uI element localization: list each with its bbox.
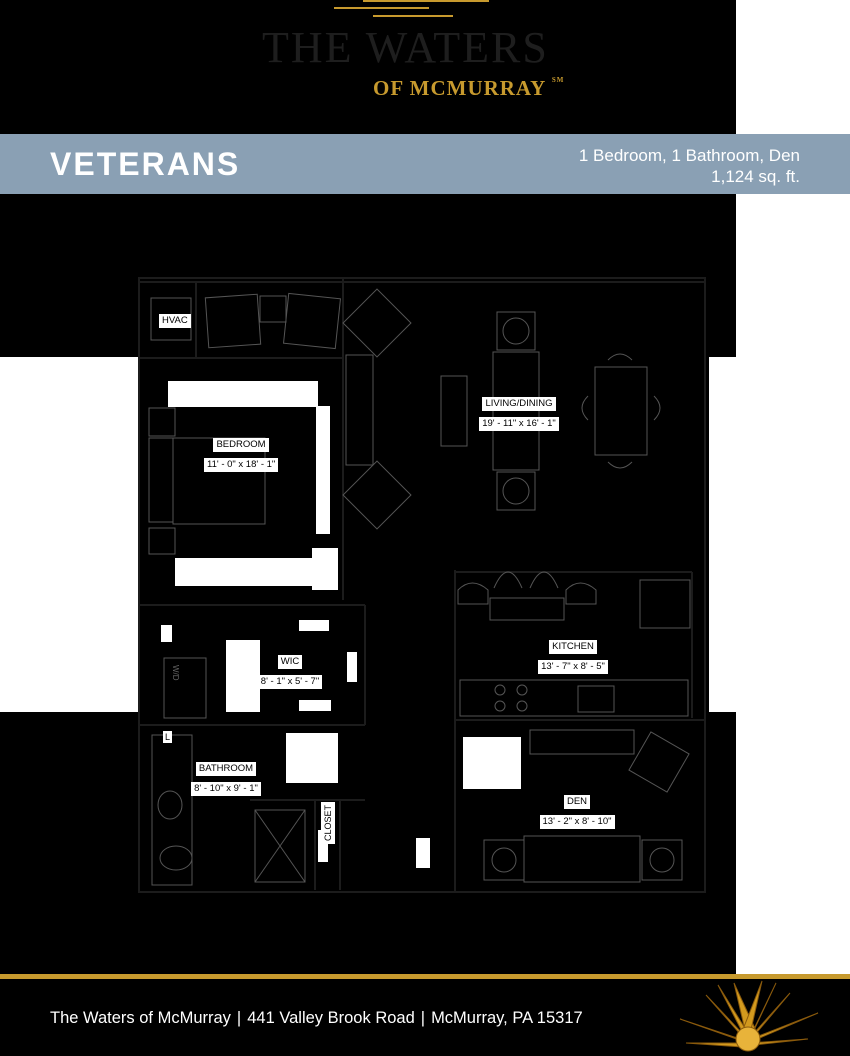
logo-subtitle: OF MCMURRAY SM <box>373 76 565 100</box>
washer-dryer-label: W/D <box>171 665 180 681</box>
toilet <box>159 845 193 871</box>
hvac-label: HVAC <box>159 314 191 328</box>
bath-linen <box>286 733 338 783</box>
room-bedroom: BEDROOM 11' - 0" x 18' - 1" <box>204 434 279 474</box>
den-name: DEN <box>563 795 591 809</box>
plan-summary: 1 Bedroom, 1 Bathroom, Den 1,124 sq. ft. <box>579 145 800 187</box>
flower-decoration <box>679 980 819 1052</box>
plan-title: VETERANS <box>50 146 241 182</box>
wic-shelf-left <box>226 640 260 712</box>
nightstand-top <box>148 407 176 437</box>
bar-stool-3 <box>457 582 489 605</box>
den-closet <box>463 737 521 789</box>
dining-chair-n <box>607 353 633 361</box>
footer-name: The Waters of McMurray <box>50 1009 231 1027</box>
washer-dryer-closet <box>163 657 207 719</box>
brand-logo: THE WATERS OF MCMURRAY SM <box>0 0 850 130</box>
refrigerator <box>639 579 691 629</box>
living-dims: 19' - 11" x 16' - 1" <box>479 417 559 431</box>
nightstand-bottom <box>148 527 176 555</box>
footer-address: The Waters of McMurray|441 Valley Brook … <box>50 1009 583 1027</box>
kitchen-sink <box>577 685 615 713</box>
end-table-top <box>496 311 536 351</box>
wic-dims: 8' - 1" x 5' - 7" <box>257 675 323 689</box>
kitchen-counter <box>459 679 689 717</box>
room-den: DEN 13' - 2" x 8' - 10" <box>539 791 615 831</box>
den-desk <box>529 729 635 755</box>
bedroom-dims: 11' - 0" x 18' - 1" <box>204 458 279 472</box>
lamp-bottom <box>502 477 530 505</box>
footer-gold-rule <box>0 974 850 979</box>
coffee-table <box>440 375 468 447</box>
bar-stool-4 <box>565 582 597 605</box>
room-wic: WIC 8' - 1" x 5' - 7" <box>257 651 323 691</box>
plan-header-band: VETERANS 1 Bedroom, 1 Bathroom, Den 1,12… <box>0 134 850 194</box>
bath-vanity <box>151 734 193 886</box>
living-chair-bottom <box>342 460 412 530</box>
shower <box>254 809 306 883</box>
living-sofa <box>492 351 540 471</box>
plan-area: 1,124 sq. ft. <box>711 167 800 186</box>
bedroom-name: BEDROOM <box>213 438 269 452</box>
dining-chair-e <box>653 395 661 421</box>
bed-headboard <box>148 437 174 523</box>
dining-chair-w <box>581 395 589 421</box>
bathroom-name: BATHROOM <box>195 762 257 776</box>
kitchen-island <box>489 597 565 621</box>
service-mark: SM <box>551 76 565 84</box>
living-name: LIVING/DINING <box>482 397 556 411</box>
bar-stool-2 <box>529 571 559 589</box>
bedroom-side-table <box>259 295 287 323</box>
bedroom-chair-right <box>282 292 342 350</box>
dining-table <box>594 366 648 456</box>
closet-label: CLOSET <box>321 801 335 844</box>
kitchen-name: KITCHEN <box>549 640 597 654</box>
bathroom-dims: 8' - 10" x 9' - 1" <box>191 782 261 796</box>
bedroom-chair-left <box>204 293 262 349</box>
bedroom-rug-corner <box>312 548 338 590</box>
outer-walls <box>138 277 706 893</box>
footer-street: 441 Valley Brook Road <box>247 1009 415 1027</box>
den-chair <box>628 731 690 793</box>
end-table-bottom <box>496 471 536 511</box>
plan-description: 1 Bedroom, 1 Bathroom, Den <box>578 146 800 165</box>
bedroom-rug-top <box>168 381 318 407</box>
room-living-dining: LIVING/DINING 19' - 11" x 16' - 1" <box>476 393 562 433</box>
wic-name: WIC <box>277 655 303 669</box>
bar-stool-1 <box>493 571 523 589</box>
den-sofa <box>523 835 641 883</box>
living-chair-top <box>342 288 412 358</box>
den-end-table-left <box>483 839 525 881</box>
bedroom-rug-right <box>316 406 330 534</box>
logo-wordmark: THE WATERS <box>262 23 549 72</box>
footer-city: McMurray, PA 15317 <box>431 1009 583 1027</box>
lamp-top <box>502 317 530 345</box>
hvac-unit <box>150 297 192 341</box>
bedroom-rug-bottom <box>175 558 315 586</box>
kitchen-dims: 13' - 7" x 8' - 5" <box>538 660 608 674</box>
bath-sink <box>157 790 183 820</box>
den-dims: 13' - 2" x 8' - 10" <box>539 815 615 829</box>
laundry-label: L <box>163 731 173 743</box>
den-end-table-right <box>641 839 683 881</box>
media-console <box>345 354 374 466</box>
room-bathroom: BATHROOM 8' - 10" x 9' - 1" <box>190 758 262 798</box>
dining-chair-s <box>607 461 633 469</box>
background-panel-right-mid <box>709 357 850 712</box>
footer: The Waters of McMurray|441 Valley Brook … <box>0 979 850 1056</box>
background-panel-left <box>0 357 140 712</box>
room-kitchen: KITCHEN 13' - 7" x 8' - 5" <box>534 636 612 676</box>
background-panel-right-bottom <box>736 712 850 974</box>
